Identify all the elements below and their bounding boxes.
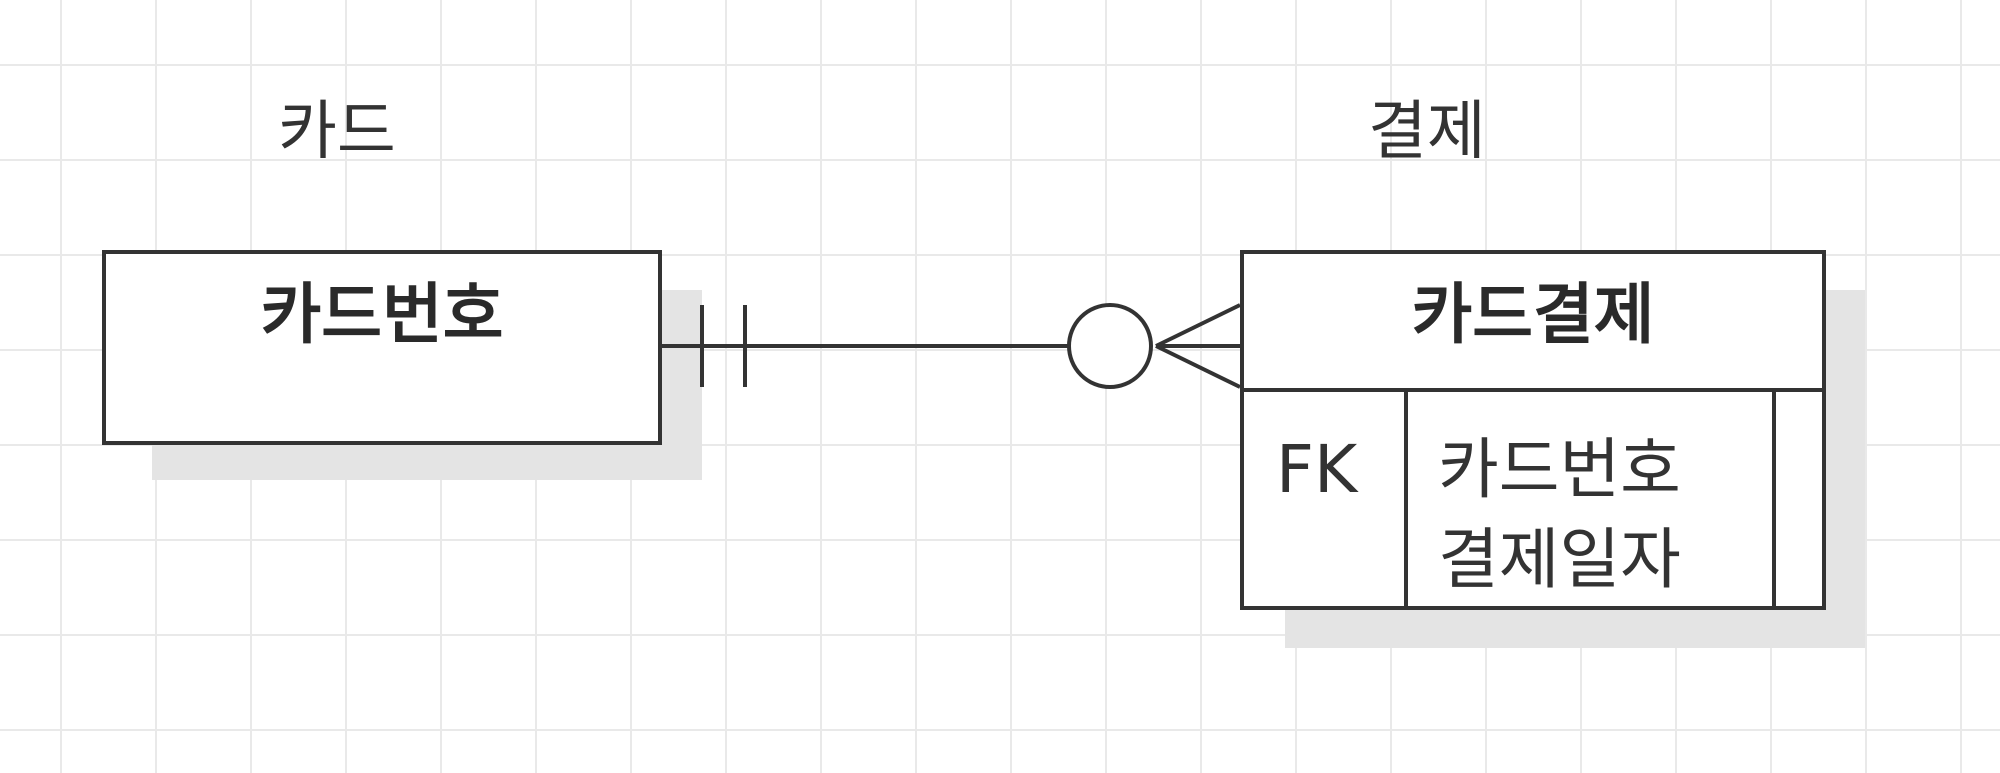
many-mark-bottom (1155, 344, 1241, 389)
attribute-card-number: 카드번호 (1438, 431, 1681, 508)
key-column-divider (1404, 388, 1408, 606)
entity-header-divider (1244, 388, 1822, 392)
attribute-payment-date: 결제일자 (1438, 521, 1681, 598)
key-type-fk: FK (1276, 431, 1358, 508)
entity-label-payment: 결제 (1368, 95, 1486, 169)
entity-title-card: 카드번호 (260, 276, 504, 353)
zero-mark-circle (1067, 303, 1153, 389)
entity-card[interactable]: 카드번호 (102, 250, 662, 445)
entity-label-card: 카드 (278, 95, 396, 169)
entity-card-payment[interactable]: 카드결제 FK 카드번호 결제일자 (1240, 250, 1826, 610)
entity-title-card-payment: 카드결제 (1411, 276, 1655, 353)
extra-column-divider (1772, 388, 1776, 606)
many-mark-top (1155, 303, 1241, 348)
